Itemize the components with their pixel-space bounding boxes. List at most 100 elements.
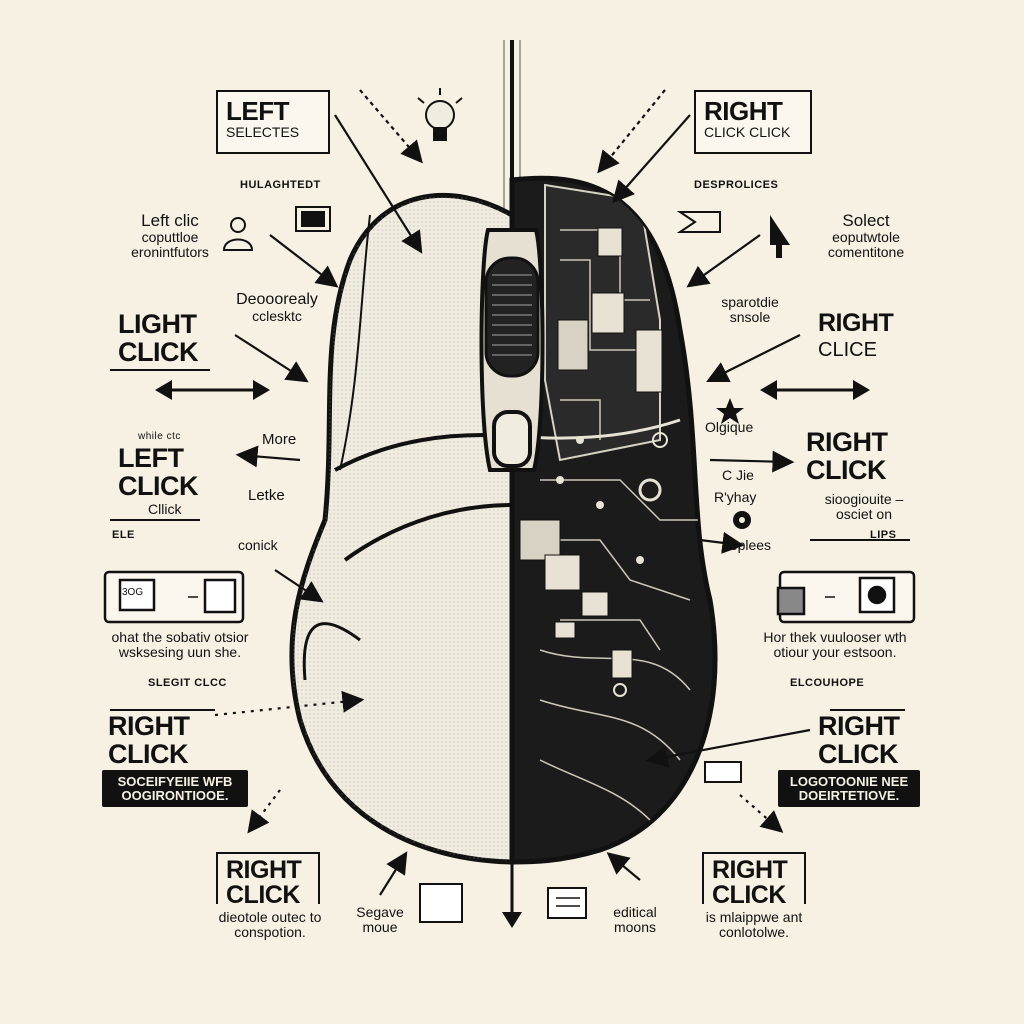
sparotdie-note: sparotdie snsole bbox=[700, 295, 800, 324]
while-clic-label: while ctc bbox=[138, 431, 181, 442]
light-click-line2: CLICK bbox=[118, 337, 199, 368]
bottom-right-note: is mlaippwe ant conlotolwe. bbox=[684, 910, 824, 939]
right-title: RIGHT bbox=[704, 96, 783, 126]
letke-label: Letke bbox=[248, 487, 285, 504]
right-click-lower-right-line1: RIGHT bbox=[818, 711, 900, 741]
bottom-right-title-line2: CLICK bbox=[712, 881, 786, 909]
editical-line1: editical bbox=[613, 904, 657, 920]
select-line1: Solect bbox=[842, 211, 890, 230]
rryhay-label: R'yhay bbox=[714, 489, 757, 505]
left-description-line2: wsksesing uun she. bbox=[118, 643, 242, 660]
select-line2: eoputwtole bbox=[832, 228, 900, 245]
bottom-left-right-click-box: RIGHT CLICK bbox=[216, 852, 320, 908]
right-clice-line1: RIGHT bbox=[818, 309, 894, 337]
sioogioute-note: sioogiouite – osciet on bbox=[806, 492, 922, 521]
star-icon bbox=[716, 398, 744, 424]
left-icon-panel bbox=[103, 570, 245, 624]
right-click-box: RIGHT CLICK CLICK bbox=[694, 90, 812, 154]
left-click-mid-label: LEFT CLICK bbox=[118, 443, 199, 502]
right-click-mid-label: RIGHT CLICK bbox=[806, 428, 888, 485]
left-description: ohat the sobativ otsior wsksesing uun sh… bbox=[90, 630, 270, 659]
right-description: Hor thek vuulooser wth otiour your estso… bbox=[740, 630, 930, 659]
left-clic-note: Left clic coputtloe eronintfutors bbox=[110, 212, 230, 259]
right-subtitle: CLICK CLICK bbox=[704, 124, 791, 141]
circuit-board bbox=[519, 183, 700, 821]
left-description-line1: ohat the sobativ otsior bbox=[111, 629, 249, 645]
left-title: LEFT bbox=[226, 96, 290, 126]
bottom-left-title-line1: RIGHT bbox=[226, 856, 302, 884]
left-dark-caption: SOCEIFYEIIE WFB OOGIRONTIOOE. bbox=[102, 770, 248, 808]
document-icons bbox=[419, 761, 742, 923]
leader-arrows bbox=[214, 89, 811, 896]
segave-line1: Segave bbox=[356, 904, 404, 920]
eyes-icon bbox=[733, 511, 751, 529]
left-click-mid-line2: CLICK bbox=[118, 471, 199, 502]
person-icon bbox=[222, 217, 254, 251]
select-line3: comentitone bbox=[827, 243, 905, 260]
sparotdie-line2: snsole bbox=[729, 308, 771, 325]
left-clic-line3: eronintfutors bbox=[131, 243, 209, 260]
left-click-mid-line1: LEFT bbox=[118, 443, 184, 473]
sioogioute-line2: osciet on bbox=[835, 505, 893, 522]
deoorealy-note: Deooorealy cclesktc bbox=[232, 291, 322, 324]
right-click-lower-left-line2: CLICK bbox=[108, 739, 188, 770]
sparotdie-line1: sparotdie bbox=[721, 294, 779, 310]
select-note: Solect eoputwtole comentitone bbox=[806, 212, 926, 259]
right-clice-line2: CLICE bbox=[818, 339, 877, 362]
cursor-arrow-icon bbox=[676, 211, 790, 258]
bottom-left-title-line2: CLICK bbox=[226, 881, 300, 909]
left-selects-box: LEFT SELECTES bbox=[216, 90, 330, 154]
light-click-line1: LIGHT bbox=[118, 309, 197, 339]
hulaghtedt-label: HULAGHTEDT bbox=[240, 179, 321, 191]
scroll-wheel bbox=[484, 256, 540, 378]
right-dark-caption-line2: DOEIRTETIOVE. bbox=[798, 787, 900, 803]
bottom-right-title-line1: RIGHT bbox=[712, 856, 788, 884]
eeplees-label: eeplees bbox=[722, 537, 772, 553]
right-icon-panel bbox=[776, 570, 916, 624]
right-click-mid-line2: CLICK bbox=[806, 455, 886, 486]
editical-line2: moons bbox=[613, 918, 657, 935]
more-label: More bbox=[262, 431, 297, 448]
left-dark-caption-line2: OOGIRONTIOOE. bbox=[121, 787, 229, 803]
light-bulb-icon bbox=[417, 88, 463, 141]
bottom-right-right-click-box: RIGHT CLICK bbox=[702, 852, 806, 908]
right-dark-caption: LOGOTOONIE NEE DOEIRTETIOVE. bbox=[778, 770, 920, 808]
elei-label: ELE bbox=[112, 529, 135, 541]
deoorealy-line1: Deooorealy bbox=[236, 291, 318, 308]
cjie-label: C Jie bbox=[722, 467, 754, 483]
right-click-mid-line1: RIGHT bbox=[806, 427, 888, 457]
left-clic-line1: Left clic bbox=[141, 211, 199, 230]
sioogioute-line1: sioogiouite – bbox=[824, 491, 904, 507]
bottom-left-note-line2: conspotion. bbox=[234, 923, 306, 940]
light-click-label: LIGHT CLICK bbox=[118, 309, 199, 368]
segave-line2: moue bbox=[362, 918, 398, 935]
right-click-lower-left-line1: RIGHT bbox=[108, 711, 190, 741]
bottom-left-note: dieotole outec to conspotion. bbox=[195, 910, 345, 939]
deoorealy-line2: cclesktc bbox=[252, 307, 302, 324]
right-click-lower-right: RIGHT CLICK bbox=[818, 712, 900, 769]
left-dark-caption-line1: SOCEIFYEIIE WFB bbox=[117, 774, 233, 789]
elcouhope-label: ELCOUHOPE bbox=[790, 677, 865, 689]
left-clic-line2: coputtloe bbox=[141, 228, 199, 245]
editical-note: editical moons bbox=[600, 905, 670, 934]
right-dark-caption-line1: LOGOTOONIE NEE bbox=[789, 774, 909, 789]
monitor-icon bbox=[295, 206, 331, 232]
right-description-line2: otiour your estsoon. bbox=[773, 643, 897, 660]
segave-note: Segave moue bbox=[350, 905, 410, 934]
slegit-clcc-label: SLEGIT CLCC bbox=[148, 677, 227, 689]
right-click-lower-left: RIGHT CLICK bbox=[108, 712, 190, 769]
bottom-right-note-line2: conlotolwe. bbox=[718, 923, 790, 940]
bottom-left-note-line1: dieotole outec to bbox=[218, 909, 322, 925]
cllick-label: Cllick bbox=[148, 501, 182, 517]
desprolices-label: DESPROLICES bbox=[694, 179, 779, 191]
lips-label: LIPS bbox=[870, 529, 897, 541]
right-clice-label: RIGHT CLICE bbox=[818, 309, 894, 362]
middle-button bbox=[492, 410, 532, 468]
right-click-lower-right-line2: CLICK bbox=[818, 739, 898, 770]
bottom-right-note-line1: is mlaippwe ant bbox=[705, 909, 803, 925]
conick-label: conick bbox=[238, 537, 278, 553]
left-subtitle: SELECTES bbox=[226, 124, 300, 141]
left-panel-icon-text: 3OG bbox=[122, 587, 144, 598]
